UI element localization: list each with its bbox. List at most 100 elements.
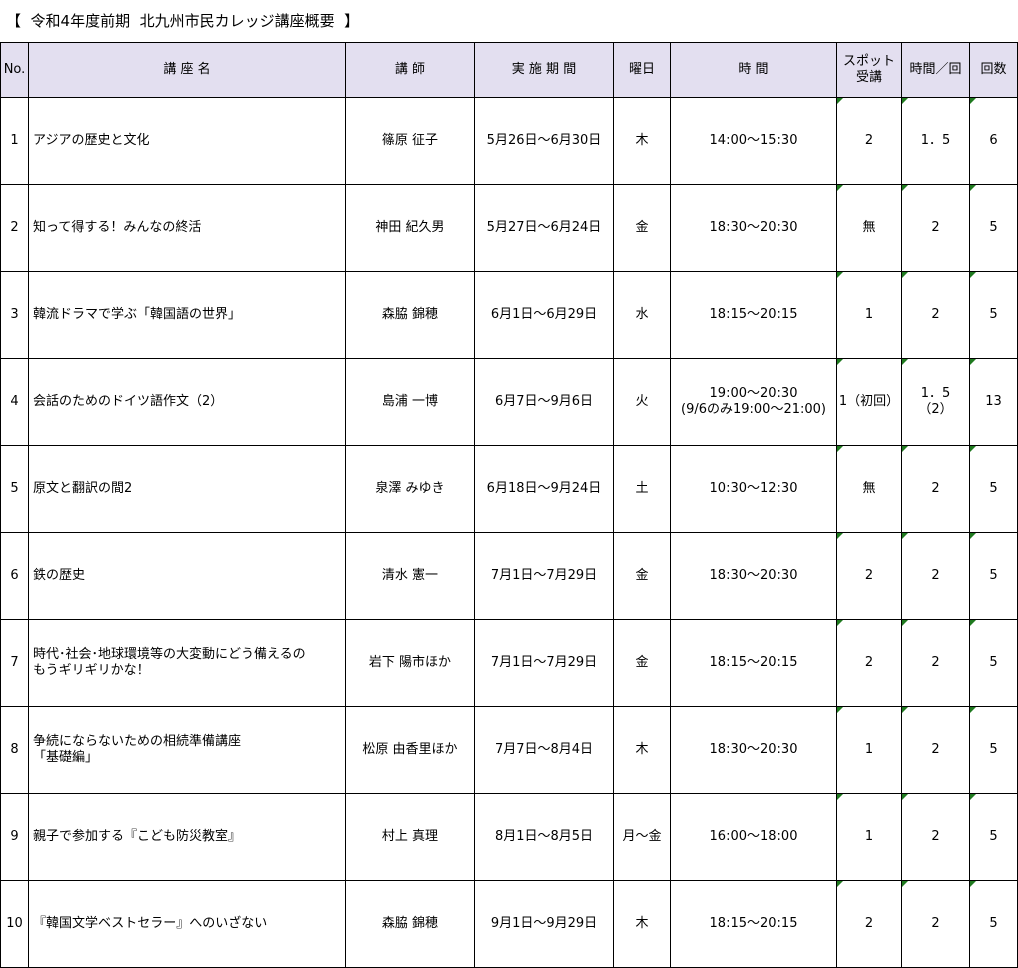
- cell-course: 『韓国文学ベストセラー』へのいざない: [28, 880, 346, 968]
- cell-weekday: 金: [613, 619, 671, 707]
- cell-course: 争続にならないための相続準備講座 「基礎編」: [28, 706, 346, 794]
- cell-text: 16:00〜18:00: [709, 829, 798, 844]
- cell-text: 2: [931, 742, 940, 757]
- comment-marker-icon: [837, 794, 843, 800]
- cell-course: 韓流ドラマで学ぶ「韓国語の世界」: [28, 271, 346, 359]
- cell-time: 18:15〜20:15: [670, 619, 837, 707]
- comment-marker-icon: [902, 359, 908, 365]
- cell-text: 14:00〜15:30: [709, 133, 798, 148]
- comment-marker-icon: [970, 185, 976, 191]
- cell-text: 4: [10, 394, 19, 409]
- cell-text: 5月26日〜6月30日: [486, 133, 602, 148]
- cell-teacher: 松原 由香里ほか: [345, 706, 475, 794]
- cell-time: 18:15〜20:15: [670, 880, 837, 968]
- cell-text: 5: [989, 568, 998, 583]
- cell-text: 19:00〜20:30 (9/6のみ19:00〜21:00): [681, 386, 826, 417]
- header-teacher: 講 師: [345, 42, 475, 98]
- cell-text: 7月1日〜7月29日: [490, 568, 598, 583]
- cell-text: 10:30〜12:30: [709, 481, 798, 496]
- comment-marker-icon: [837, 98, 843, 104]
- cell-text: 7月1日〜7月29日: [490, 655, 598, 670]
- cell-text: 原文と翻訳の間2: [33, 481, 133, 496]
- cell-hours: 2: [901, 619, 970, 707]
- cell-text: 村上 真理: [381, 829, 439, 844]
- cell-text: 争続にならないための相続準備講座 「基礎編」: [33, 734, 242, 765]
- page-title: 【 令和4年度前期 北九州市民カレッジ講座概要 】: [6, 12, 360, 30]
- cell-text: 金: [635, 220, 649, 235]
- cell-count: 5: [969, 880, 1018, 968]
- cell-time: 18:15〜20:15: [670, 271, 837, 359]
- cell-course: 知って得する！みんなの終活: [28, 184, 346, 272]
- cell-spot: 1: [836, 706, 902, 794]
- cell-text: 水: [635, 307, 649, 322]
- cell-text: 親子で参加する『こども防災教室』: [33, 829, 242, 844]
- cell-time: 18:30〜20:30: [670, 706, 837, 794]
- cell-period: 7月7日〜8月4日: [474, 706, 614, 794]
- cell-text: 18:30〜20:30: [709, 742, 798, 757]
- cell-teacher: 篠原 征子: [345, 97, 475, 185]
- cell-text: 韓流ドラマで学ぶ「韓国語の世界」: [33, 307, 242, 322]
- comment-marker-icon: [970, 446, 976, 452]
- comment-marker-icon: [970, 533, 976, 539]
- cell-weekday: 木: [613, 706, 671, 794]
- header-period: 実 施 期 間: [474, 42, 614, 98]
- cell-hours: 2: [901, 793, 970, 881]
- cell-text: 5: [989, 307, 998, 322]
- cell-period: 9月1日〜9月29日: [474, 880, 614, 968]
- cell-weekday: 木: [613, 880, 671, 968]
- cell-spot: 無: [836, 445, 902, 533]
- cell-count: 5: [969, 445, 1018, 533]
- cell-spot: 無: [836, 184, 902, 272]
- cell-course: 会話のためのドイツ語作文（2）: [28, 358, 346, 446]
- cell-text: 泉澤 みゆき: [375, 481, 445, 496]
- cell-text: 2: [931, 481, 940, 496]
- cell-text: 1．5 （2）: [918, 386, 953, 417]
- cell-no: 2: [0, 184, 29, 272]
- cell-teacher: 岩下 陽市ほか: [345, 619, 475, 707]
- comment-marker-icon: [902, 272, 908, 278]
- cell-text: 土: [635, 481, 649, 496]
- comment-marker-icon: [902, 620, 908, 626]
- cell-weekday: 月〜金: [613, 793, 671, 881]
- comment-marker-icon: [837, 533, 843, 539]
- cell-spot: 2: [836, 619, 902, 707]
- comment-marker-icon: [902, 446, 908, 452]
- cell-course: 鉄の歴史: [28, 532, 346, 620]
- cell-spot: 2: [836, 97, 902, 185]
- cell-count: 5: [969, 619, 1018, 707]
- cell-course: 親子で参加する『こども防災教室』: [28, 793, 346, 881]
- cell-weekday: 木: [613, 97, 671, 185]
- cell-text: 2: [864, 916, 874, 931]
- comment-marker-icon: [970, 98, 976, 104]
- comment-marker-icon: [902, 794, 908, 800]
- comment-marker-icon: [837, 707, 843, 713]
- cell-time: 14:00〜15:30: [670, 97, 837, 185]
- comment-marker-icon: [837, 881, 843, 887]
- cell-no: 10: [0, 880, 29, 968]
- cell-count: 6: [969, 97, 1018, 185]
- cell-text: 5: [989, 742, 998, 757]
- comment-marker-icon: [902, 185, 908, 191]
- cell-text: 6月7日〜9月6日: [494, 394, 594, 409]
- cell-text: 時代･社会･地球環境等の大変動にどう備えるの もうギリギリかな！: [33, 647, 306, 678]
- comment-marker-icon: [837, 446, 843, 452]
- cell-text: 木: [635, 742, 649, 757]
- cell-text: 木: [635, 916, 649, 931]
- cell-hours: 2: [901, 532, 970, 620]
- cell-time: 16:00〜18:00: [670, 793, 837, 881]
- cell-text: 8: [10, 742, 19, 757]
- cell-text: 2: [10, 220, 19, 235]
- cell-period: 6月7日〜9月6日: [474, 358, 614, 446]
- cell-text: 6: [10, 568, 19, 583]
- cell-text: 無: [862, 220, 876, 235]
- cell-text: 2: [864, 568, 874, 583]
- comment-marker-icon: [902, 707, 908, 713]
